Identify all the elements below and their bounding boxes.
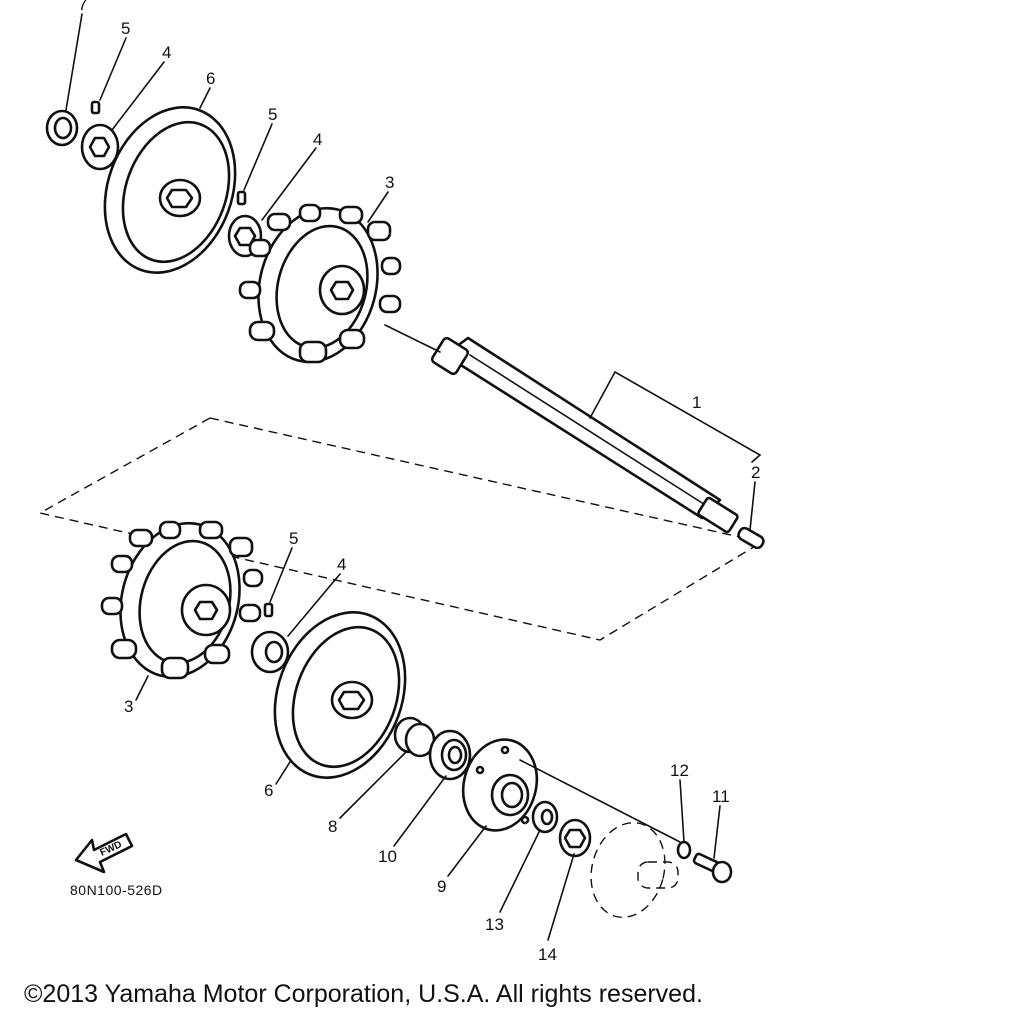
leader-part-1 — [589, 370, 762, 463]
label-part-7: 7 — [78, 0, 87, 14]
label-part-13: 13 — [485, 915, 504, 934]
part-10-bearing — [428, 729, 472, 781]
part-6-wheel-top — [103, 106, 237, 274]
part-4-collar-low — [250, 630, 290, 674]
label-part-5: 5 — [121, 19, 130, 38]
label-part-5: 5 — [268, 105, 277, 124]
part-12-lock-washer — [676, 840, 692, 860]
label-part-1: 1 — [692, 393, 701, 412]
label-part-8: 8 — [328, 817, 337, 836]
exploded-parts-diagram: 7 5 4 6 5 4 3 1 2 5 4 3 6 8 10 9 13 14 1… — [38, 0, 765, 964]
part-5-screw-mid — [236, 190, 247, 206]
part-14-nut — [558, 818, 592, 858]
part-4-collar-top — [80, 123, 120, 171]
part-6-wheel-low — [273, 611, 407, 779]
label-part-14: 14 — [538, 945, 557, 964]
part-8-spacer — [393, 716, 436, 758]
part-5-screw-top — [90, 100, 101, 115]
label-part-3: 3 — [124, 697, 133, 716]
part-1-shaft — [430, 336, 739, 534]
copyright-notice: ©2013 Yamaha Motor Corporation, U.S.A. A… — [24, 980, 703, 1008]
front-direction-arrow-icon: FWD — [74, 832, 134, 874]
label-part-4: 4 — [337, 555, 346, 574]
axis-line-lower — [519, 759, 681, 843]
part-3-sprocket-top — [238, 203, 402, 364]
part-labels: 7 5 4 6 5 4 3 1 2 5 4 3 6 8 10 9 13 14 1… — [78, 0, 760, 964]
leader-lines — [65, 13, 721, 941]
label-part-3: 3 — [385, 173, 394, 192]
assembly-dash-outline — [38, 417, 764, 641]
label-part-9: 9 — [437, 877, 446, 896]
part-7-seal — [45, 109, 79, 147]
diagram-reference-code: 80N100-526D — [70, 882, 163, 898]
part-9-flange — [461, 738, 539, 832]
label-part-4: 4 — [162, 43, 171, 62]
label-part-6: 6 — [206, 69, 215, 88]
label-part-2: 2 — [751, 463, 760, 482]
part-5-screw-low — [263, 602, 274, 618]
leader-part-2 — [749, 481, 756, 531]
label-part-4: 4 — [313, 130, 322, 149]
part-2-pin — [737, 526, 765, 550]
part-3-sprocket-low — [100, 520, 264, 680]
label-part-5: 5 — [289, 529, 298, 548]
part-13-washer — [531, 800, 559, 834]
label-part-11: 11 — [712, 787, 730, 806]
hub-reference — [590, 822, 679, 918]
axis-line-upper — [384, 324, 441, 353]
part-11-bolt — [692, 852, 733, 884]
label-part-10: 10 — [378, 847, 397, 866]
label-part-12: 12 — [670, 761, 689, 780]
label-part-6: 6 — [264, 781, 273, 800]
